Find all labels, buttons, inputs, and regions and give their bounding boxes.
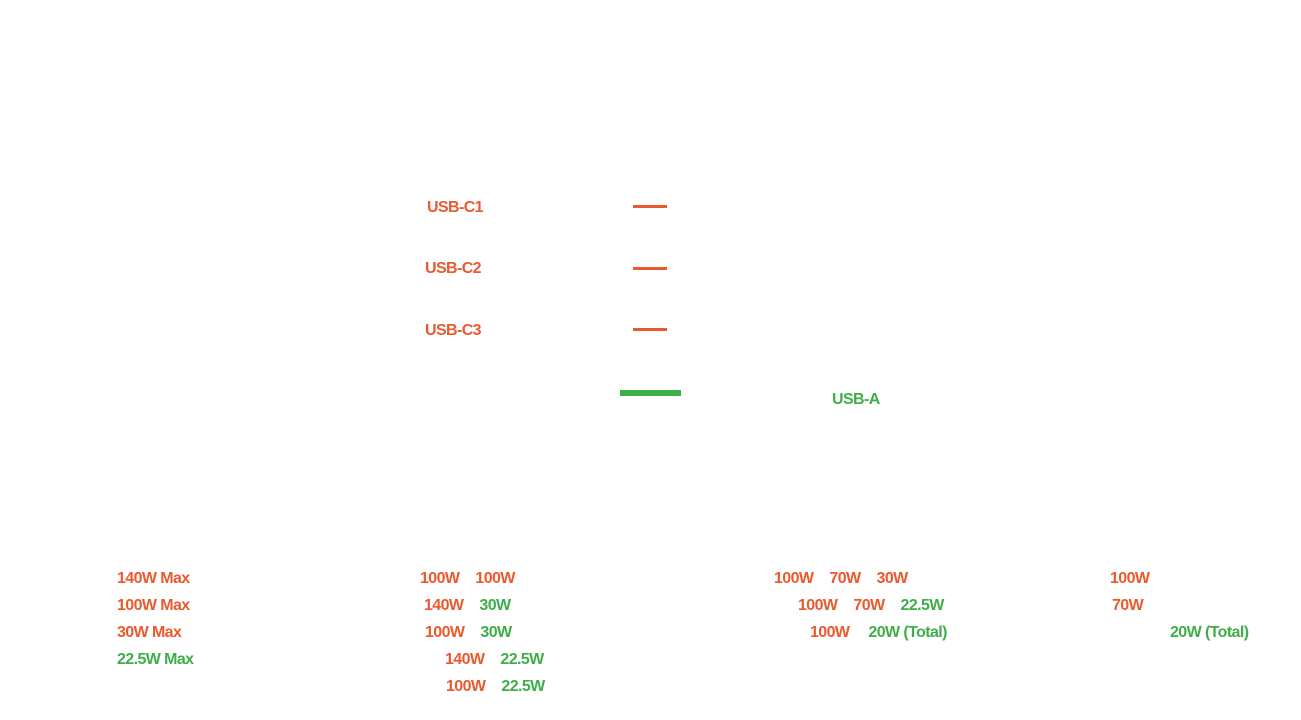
usb-a-port-indicator xyxy=(620,390,681,396)
quad-combo-value: 70W xyxy=(1112,597,1144,614)
triple-combo-row: 100W 70W 22.5W xyxy=(798,596,944,616)
triple-combo-value: 100W xyxy=(774,570,814,587)
triple-combo-row: 100W 20W (Total) xyxy=(810,623,947,643)
dual-combo-row: 140W 22.5W xyxy=(445,650,544,670)
usb-c1-label: USB-C1 xyxy=(427,199,484,216)
usb-c2-port-indicator xyxy=(633,267,667,270)
dual-combo-value: 22.5W xyxy=(500,651,544,668)
usb-c2-label: USB-C2 xyxy=(425,260,482,277)
usb-c3-label: USB-C3 xyxy=(425,322,482,339)
single-usb-c2-max: 100W Max xyxy=(117,597,190,614)
triple-combo-value: 70W xyxy=(829,570,861,587)
dual-combo-value: 100W xyxy=(446,678,486,695)
triple-combo-value: 20W (Total) xyxy=(868,624,947,641)
dual-combo-row: 140W 30W xyxy=(424,596,511,616)
triple-combo-row: 100W 70W 30W xyxy=(774,569,908,589)
triple-combo-value: 70W xyxy=(853,597,885,614)
single-usb-c1-max: 140W Max xyxy=(117,570,190,587)
dual-combo-value: 22.5W xyxy=(501,678,545,695)
dual-combo-value: 140W xyxy=(424,597,464,614)
dual-combo-value: 100W xyxy=(420,570,460,587)
single-usb-c3-max: 30W Max xyxy=(117,624,182,641)
dual-combo-value: 30W xyxy=(479,597,511,614)
quad-combo-value: 100W xyxy=(1110,570,1150,587)
dual-combo-row: 100W 22.5W xyxy=(446,677,545,697)
quad-combo-value: 20W (Total) xyxy=(1170,624,1249,641)
triple-combo-value: 30W xyxy=(876,570,909,587)
usb-c3-port-indicator xyxy=(633,328,667,331)
dual-combo-value: 100W xyxy=(425,624,465,641)
usb-a-label: USB-A xyxy=(832,391,880,408)
triple-combo-value: 100W xyxy=(798,597,838,614)
dual-combo-row: 100W 30W xyxy=(425,623,512,643)
triple-combo-value: 22.5W xyxy=(900,597,945,614)
dual-combo-row: 100W 100W xyxy=(420,569,515,589)
single-usb-a-max: 22.5W Max xyxy=(117,651,194,668)
dual-combo-value: 100W xyxy=(475,570,515,587)
usb-c1-port-indicator xyxy=(633,205,667,208)
dual-combo-value: 30W xyxy=(480,624,512,641)
dual-combo-value: 140W xyxy=(445,651,485,668)
triple-combo-value: 100W xyxy=(810,624,850,641)
